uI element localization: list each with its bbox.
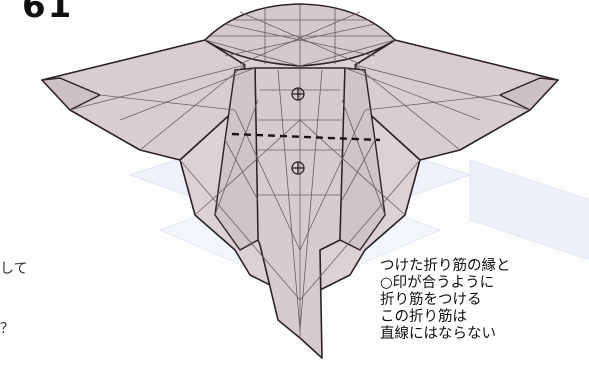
instruction-line-1: つけた折り筋の縁と	[380, 258, 511, 275]
instruction-line-3: 折り筋をつける	[380, 292, 511, 309]
instruction-text: つけた折り筋の縁と ○印が合うように 折り筋をつける この折り筋は 直線にはなら…	[380, 258, 511, 343]
instruction-line-5: 直線にはならない	[380, 326, 511, 343]
page-number: 61	[22, 0, 73, 26]
instruction-line-4: この折り筋は	[380, 309, 511, 326]
instruction-line-2: ○印が合うように	[380, 275, 511, 292]
left-margin-text-1: して	[0, 258, 28, 278]
left-margin-text-2: ？	[0, 318, 14, 338]
